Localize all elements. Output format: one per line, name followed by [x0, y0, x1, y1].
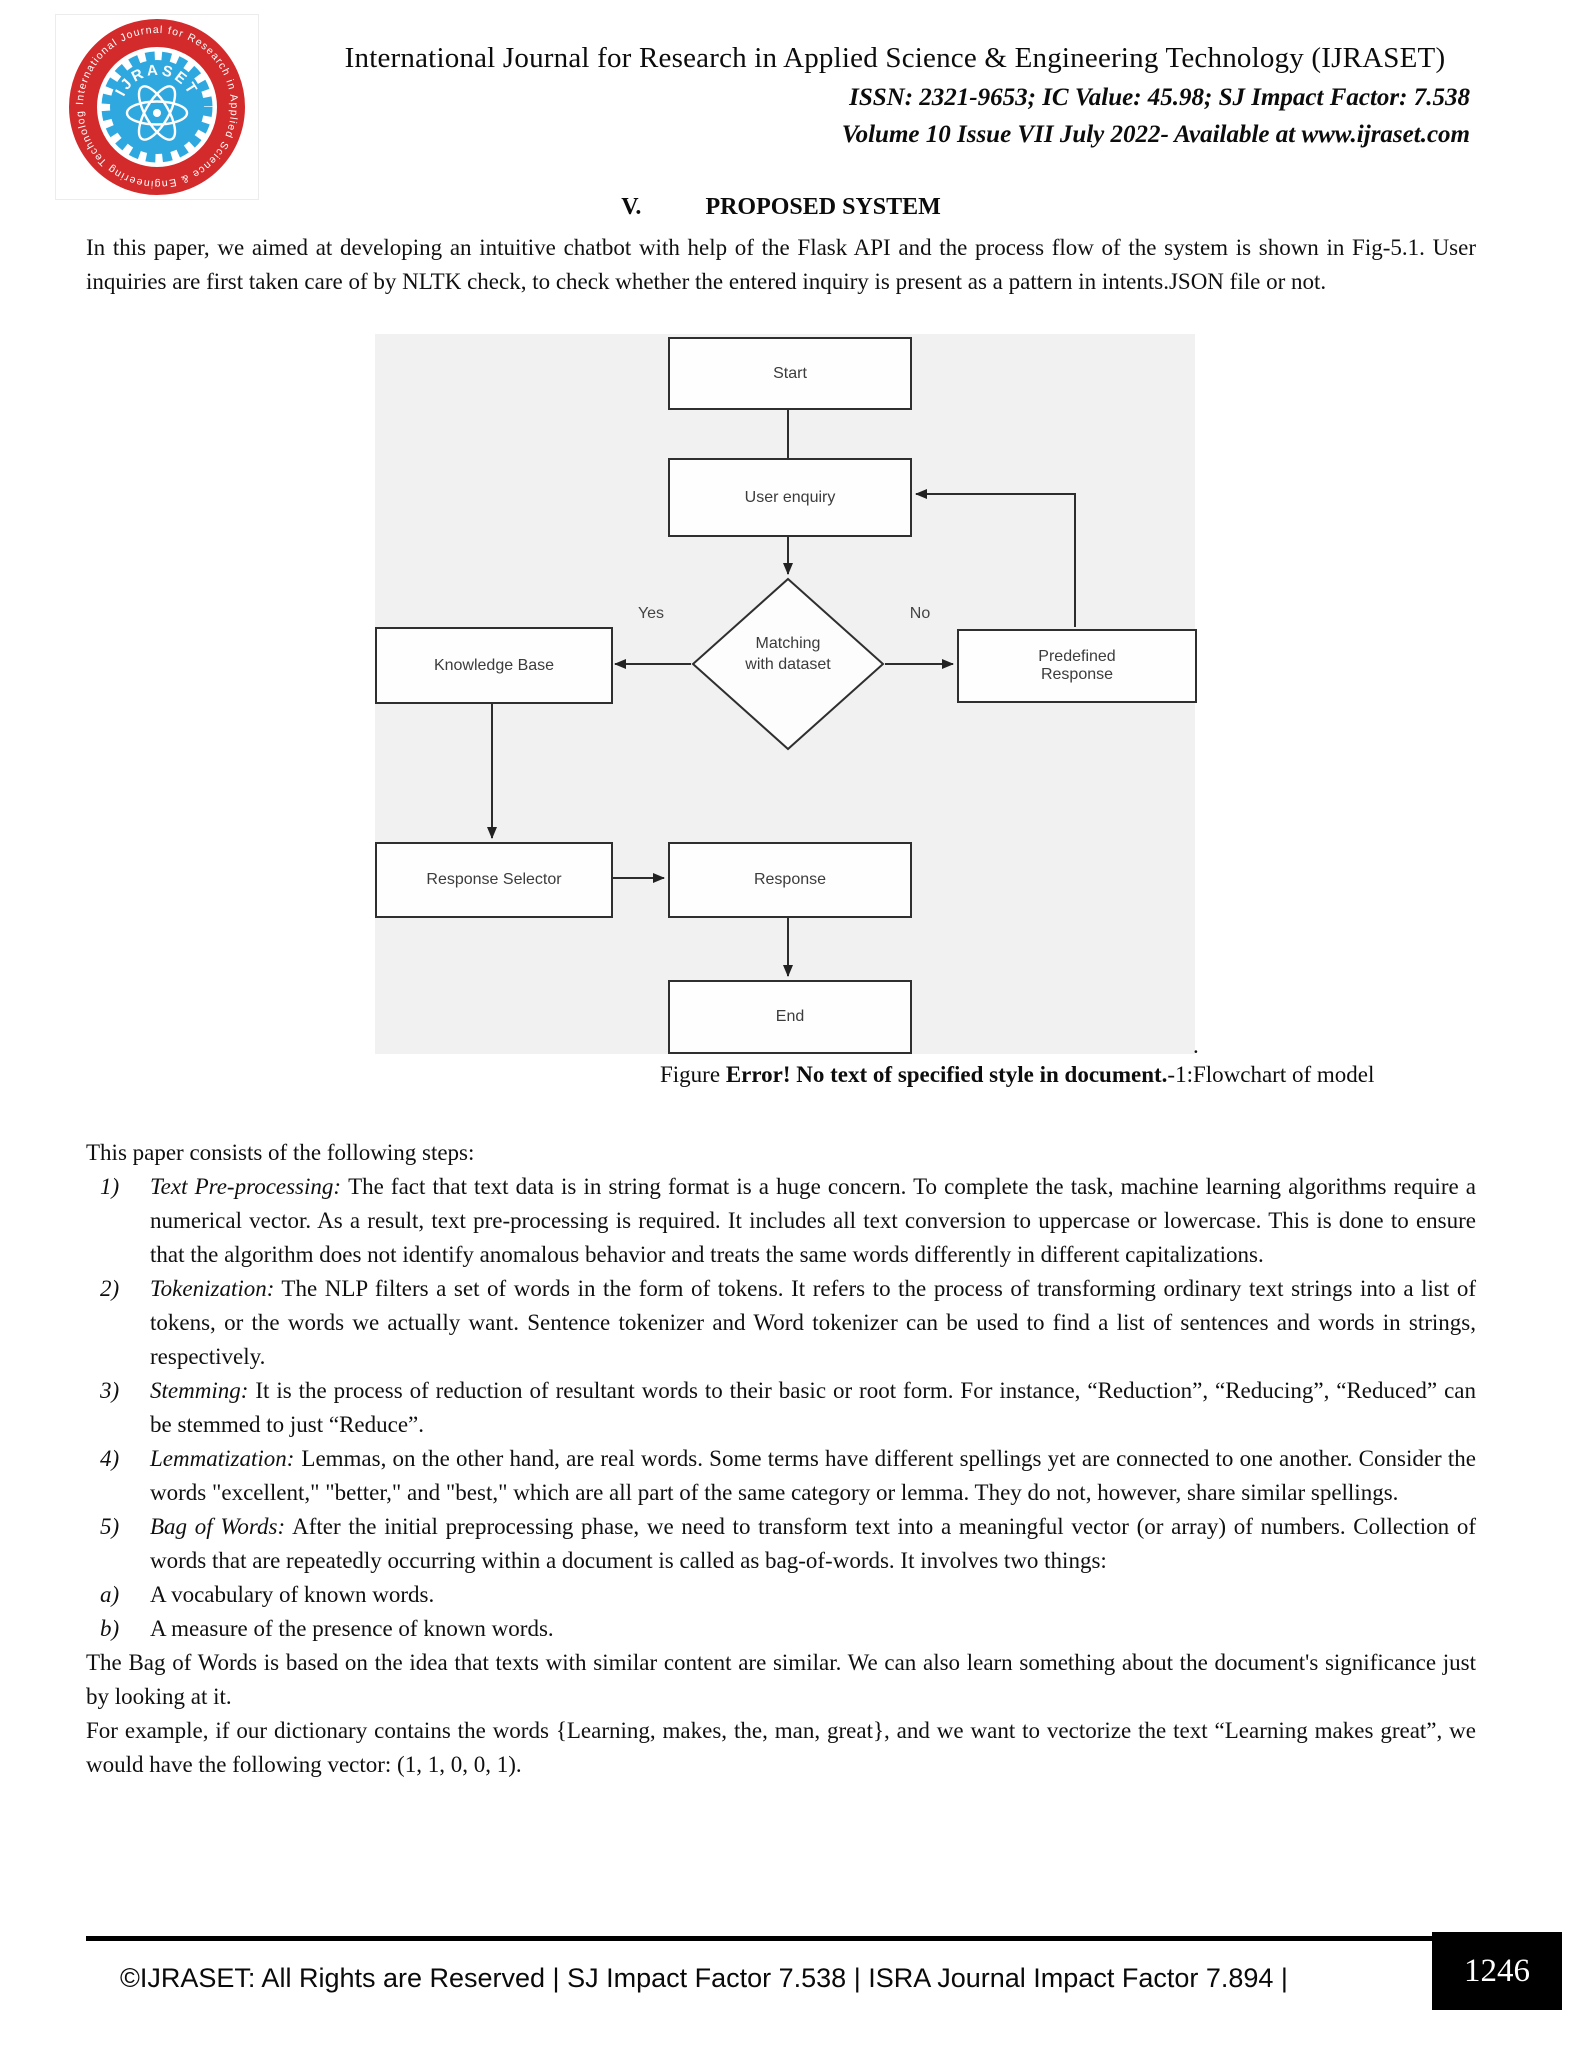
footer-text: ©IJRASET: All Rights are Reserved | SJ I… — [120, 1963, 1288, 1993]
list-item-1: 1) Text Pre-processing:The fact that text… — [86, 1170, 1476, 1272]
list-text: The fact that text data is in string for… — [150, 1174, 1476, 1267]
list-item-5: 5) Bag of Words:After the initial preproc… — [86, 1510, 1476, 1578]
section-heading: V. PROPOSED SYSTEM — [86, 194, 1476, 221]
list-label: Lemmatization: — [150, 1446, 295, 1471]
steps-intro: This paper consists of the following ste… — [86, 1140, 475, 1165]
intro-paragraph: In this paper, we aimed at developing an… — [86, 235, 1476, 294]
list-marker: 4) — [100, 1446, 120, 1471]
caption-suffix: -1:Flowchart of model — [1167, 1062, 1375, 1087]
footer-rule — [86, 1936, 1433, 1941]
flow-node-knowledge-base: Knowledge Base — [375, 627, 613, 704]
list-marker: 5) — [100, 1514, 120, 1539]
journal-logo: International Journal for Research in Ap… — [53, 6, 259, 200]
list-marker: b) — [100, 1616, 120, 1641]
body-text-block: This paper consists of the following ste… — [86, 1136, 1476, 1782]
section-number: V. — [621, 194, 642, 220]
list-text: A vocabulary of known words. — [150, 1582, 435, 1607]
list-label: Stemming: — [150, 1378, 249, 1403]
journal-title: International Journal for Research in Ap… — [344, 42, 1446, 74]
flowchart-connectors — [487, 406, 1076, 977]
issn-line: ISSN: 2321-9653; IC Value: 45.98; SJ Imp… — [849, 84, 1470, 111]
list-item-4: 4) Lemmatization:Lemmas, on the other han… — [86, 1442, 1476, 1510]
list-text: After the initial preprocessing phase, w… — [150, 1514, 1476, 1573]
flow-node-response-selector: Response Selector — [375, 842, 613, 918]
list-marker: 3) — [100, 1378, 120, 1403]
figure-trailing-period: . — [1193, 1033, 1199, 1058]
list-item-a: a) A vocabulary of known words. — [86, 1578, 1476, 1612]
page-number: 1246 — [1464, 1952, 1530, 1989]
list-text: It is the process of reduction of result… — [150, 1378, 1476, 1437]
edge-predefined-to-enquiry — [915, 489, 1076, 627]
volume-line: Volume 10 Issue VII July 2022- Available… — [841, 121, 1470, 148]
flowchart-panel: Start User enquiry Matching with dataset… — [375, 334, 1197, 1054]
flow-node-matching-label: Matching with dataset — [745, 635, 831, 673]
flow-node-response: Response — [668, 842, 912, 918]
list-text: A measure of the presence of known words… — [150, 1616, 554, 1641]
list-text: Lemmas, on the other hand, are real word… — [150, 1446, 1476, 1505]
flow-node-end: End — [668, 980, 912, 1054]
edge-label-no: No — [909, 605, 931, 622]
journal-logo-graphic: International Journal for Research in Ap… — [53, 6, 245, 195]
figure-caption: Figure Error! No text of specified style… — [660, 1062, 1374, 1088]
logo-atom-icon — [125, 85, 189, 141]
logo-gear-icon — [110, 60, 204, 154]
edge-label-yes: Yes — [637, 605, 665, 622]
list-label: Bag of Words: — [150, 1514, 286, 1539]
section-title: PROPOSED SYSTEM — [705, 194, 941, 220]
flow-node-start: Start — [668, 337, 912, 410]
list-item-3: 3) Stemming:It is the process of reductio… — [86, 1374, 1476, 1442]
logo-gear-teeth — [101, 51, 213, 163]
flow-node-user-enquiry: User enquiry — [668, 458, 912, 537]
list-marker: 1) — [100, 1174, 120, 1199]
list-marker: a) — [100, 1582, 120, 1607]
caption-error-text: Error! No text of specified style in doc… — [725, 1062, 1168, 1087]
closing-paragraph-1: The Bag of Words is based on the idea th… — [86, 1650, 1476, 1709]
list-item-2: 2) Tokenization:The NLP filters a set of … — [86, 1272, 1476, 1374]
list-item-b: b) A measure of the presence of known wor… — [86, 1612, 1476, 1646]
page-number-box: 1246 — [1432, 1932, 1562, 2010]
flow-node-predefined-response: Predefined Response — [957, 629, 1197, 703]
caption-prefix: Figure — [660, 1062, 726, 1087]
list-marker: 2) — [100, 1276, 120, 1301]
closing-paragraph-2: For example, if our dictionary contains … — [86, 1718, 1476, 1777]
list-label: Tokenization: — [150, 1276, 275, 1301]
list-label: Text Pre-processing: — [150, 1174, 342, 1199]
decision-diamond — [691, 577, 885, 751]
list-text: The NLP filters a set of words in the fo… — [150, 1276, 1476, 1369]
